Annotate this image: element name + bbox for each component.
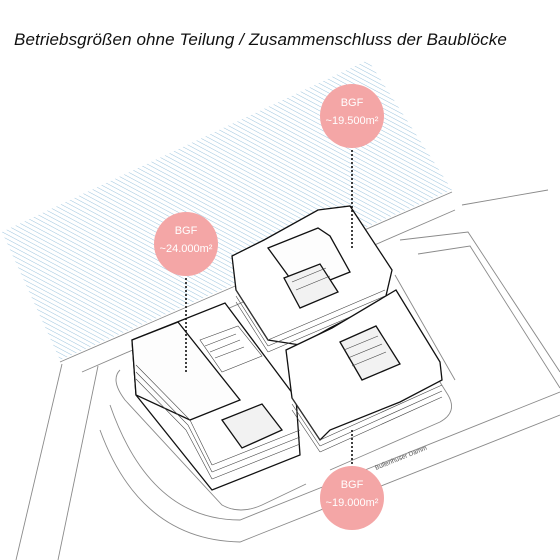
bgf-bubble-south: BGF ~19.000m² [320,466,384,530]
bgf-bubble-left: BGF ~24.000m² [154,212,218,276]
leader-lines [185,146,353,468]
bubble-north-line2: ~19.500m² [326,115,379,127]
bgf-bubble-north: BGF ~19.500m² [320,84,384,148]
bubble-south-line1: BGF [341,479,364,491]
street-name-label: Bullenhuser Damm [374,445,428,472]
bubble-north-line1: BGF [341,97,364,109]
building-block-north [231,205,393,353]
bubble-south-line2: ~19.000m² [326,497,379,509]
diagram-title: Betriebsgrößen ohne Teilung / Zusammensc… [14,30,507,49]
building-block-left [131,302,301,491]
street-lines [15,189,560,560]
building-block-east [285,289,443,453]
bubble-left-line1: BGF [175,225,198,237]
bubble-left-line2: ~24.000m² [160,243,213,255]
